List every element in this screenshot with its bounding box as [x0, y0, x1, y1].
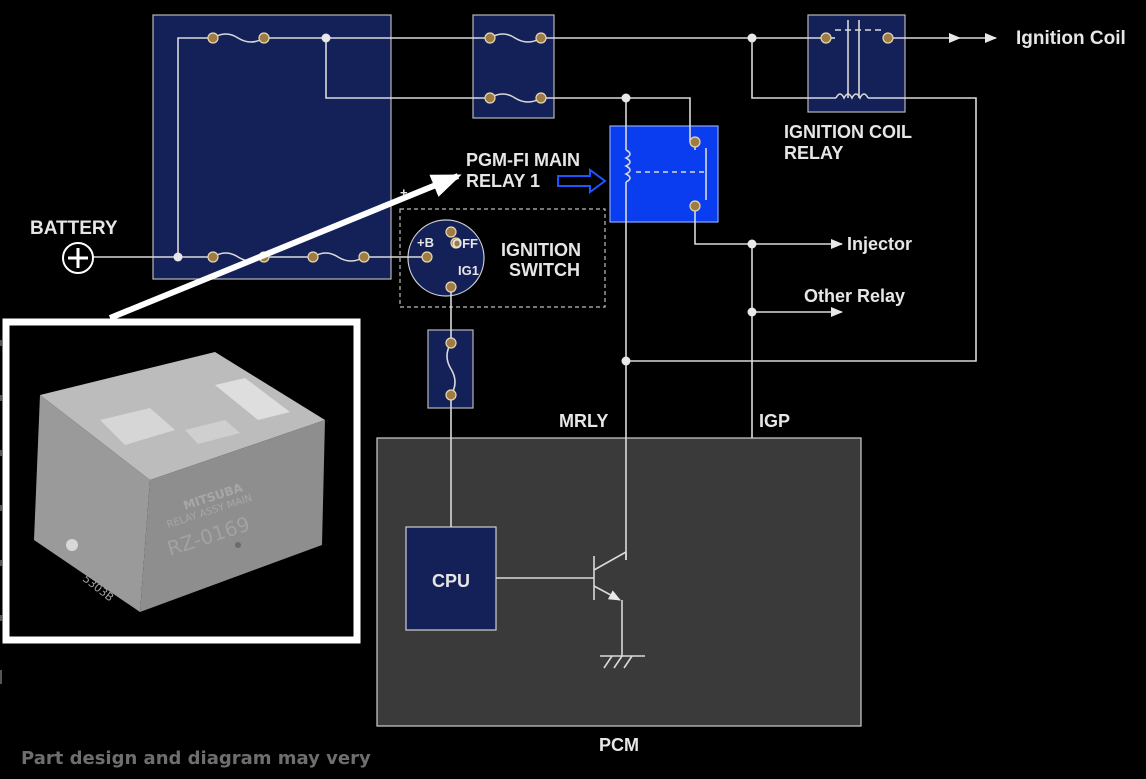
igp-label: IGP [759, 411, 790, 431]
fuse-box-plus-mark: + [400, 185, 408, 200]
wires [92, 20, 997, 669]
relay-photo-panel: MITSUBA RELAY ASSY MAIN RZ-0169 5303B [2, 318, 361, 644]
ignition-switch-label-1: IGNITION [501, 240, 581, 260]
ignition-coil-relay-label-2: RELAY [784, 143, 843, 163]
battery-label: BATTERY [30, 218, 118, 239]
mrly-label: MRLY [559, 411, 608, 431]
photo-callout-arrow [108, 173, 462, 321]
battery-symbol [62, 242, 94, 274]
pgmfi-label-1: PGM-FI MAIN [466, 150, 580, 170]
switch-b-label: +B [417, 235, 434, 250]
ignition-switch-disc [407, 219, 485, 297]
ignition-coil-relay-label-1: IGNITION COIL [784, 122, 912, 142]
switch-ig1-label: IG1 [458, 263, 479, 278]
ignition-switch-label-2: SWITCH [509, 260, 580, 280]
pgmfi-pointer-arrow [557, 168, 607, 194]
ignition-coil-relay-box [807, 14, 906, 113]
left-edge-marks [0, 340, 2, 684]
other-relay-label: Other Relay [804, 286, 905, 306]
footer-note: Part design and diagram may very [21, 748, 371, 769]
pcm-label: PCM [599, 735, 639, 755]
main-fuse-box [152, 14, 392, 280]
pgmfi-label-2: RELAY 1 [466, 171, 540, 191]
ignition-switch-dashed-box [399, 208, 606, 308]
ignition-coil-label: Ignition Coil [1016, 28, 1126, 49]
junction-nodes [173, 33, 757, 366]
cpu-label: CPU [432, 571, 470, 591]
switch-off-label: OFF [452, 236, 478, 251]
injector-label: Injector [847, 234, 912, 254]
